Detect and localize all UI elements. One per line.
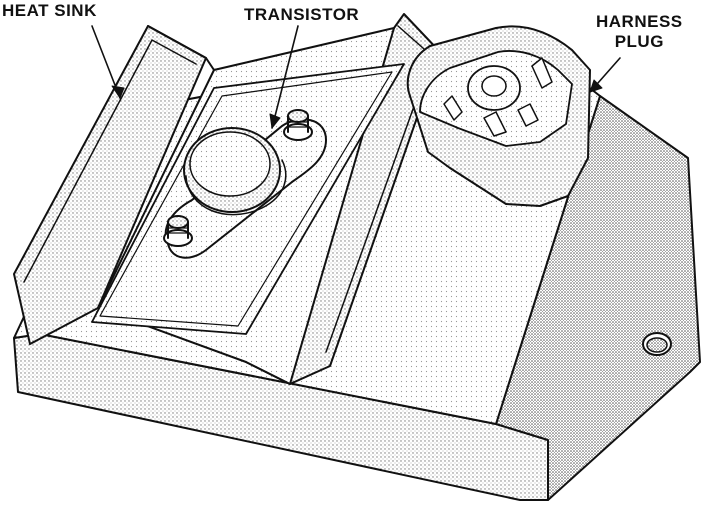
- heat-sink-left-flange: [13, 25, 207, 345]
- transistor-stud-upper: [283, 109, 313, 141]
- heat-sink-leader: [91, 25, 121, 99]
- harness-plug-label-line1: HARNESS: [596, 12, 683, 31]
- transistor-stud-lower: [163, 215, 193, 247]
- transistor-arrowhead: [269, 113, 281, 129]
- transistor-label: TRANSISTOR: [244, 5, 360, 24]
- heat-sink-label: HEAT SINK: [2, 1, 97, 20]
- harness-plug-label-line2: PLUG: [614, 32, 664, 51]
- heat-sink-arrowhead: [111, 85, 125, 99]
- harness-plug-arrowhead: [589, 79, 603, 93]
- module-body-side: [495, 95, 701, 501]
- harness-plug-label: HARNESS PLUG: [596, 12, 683, 52]
- transistor-leader: [271, 25, 299, 129]
